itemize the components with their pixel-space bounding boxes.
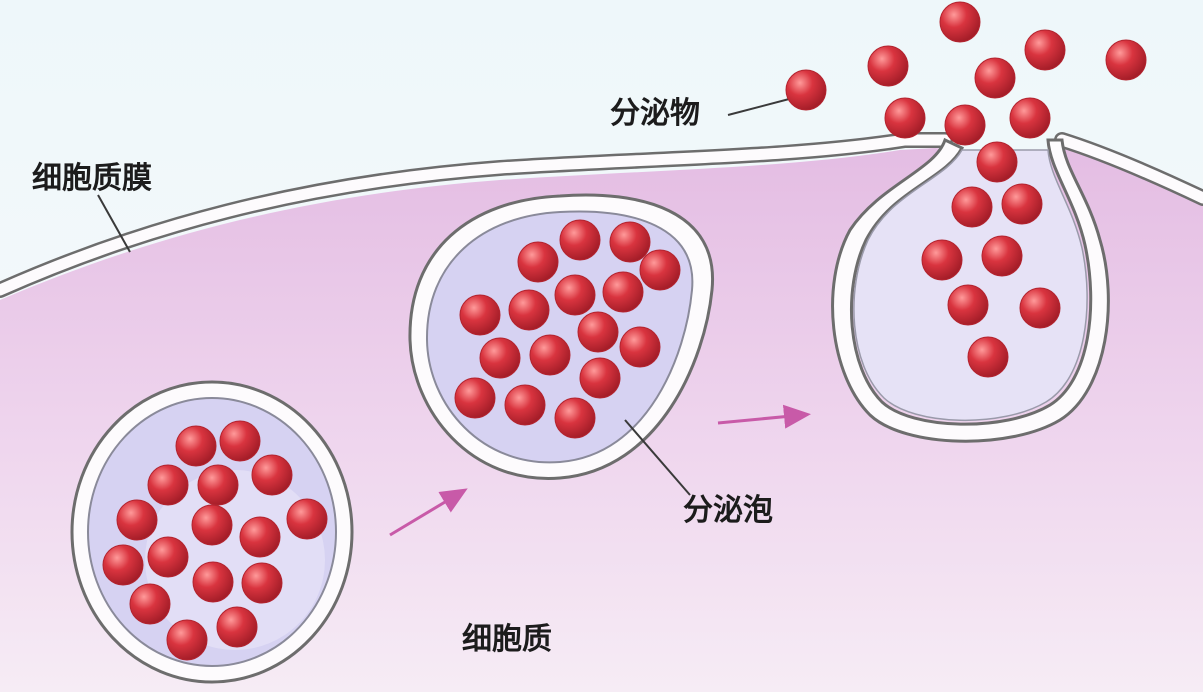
label-secretory-vesicle: 分泌泡: [683, 496, 773, 526]
granule-vesicle-2: [480, 338, 520, 378]
granule-vesicle-2: [640, 250, 680, 290]
granule-vesicle-2: [460, 295, 500, 335]
granule-vesicle-1: [176, 426, 216, 466]
label-cell-membrane: 细胞质膜: [32, 164, 152, 194]
granule-fusing: [968, 337, 1008, 377]
granule-fusing: [1025, 30, 1065, 70]
granule-vesicle-1: [252, 455, 292, 495]
granule-vesicle-1: [148, 465, 188, 505]
label-cytoplasm: 细胞质: [462, 625, 552, 655]
granule-vesicle-1: [240, 517, 280, 557]
granule-fusing: [1106, 40, 1146, 80]
granule-fusing: [1010, 98, 1050, 138]
granule-vesicle-2: [610, 222, 650, 262]
granule-fusing: [952, 187, 992, 227]
granule-vesicle-2: [455, 378, 495, 418]
granule-fusing: [1002, 184, 1042, 224]
granule-fusing: [940, 2, 980, 42]
granule-vesicle-2: [603, 272, 643, 312]
granule-fusing: [948, 285, 988, 325]
granule-vesicle-2: [505, 385, 545, 425]
granule-vesicle-1: [167, 620, 207, 660]
granule-vesicle-1: [220, 421, 260, 461]
granule-fusing: [885, 98, 925, 138]
granule-vesicle-2: [518, 242, 558, 282]
granule-fusing: [868, 46, 908, 86]
granule-vesicle-2: [530, 335, 570, 375]
granule-vesicle-1: [117, 500, 157, 540]
granule-vesicle-2: [555, 275, 595, 315]
granule-vesicle-1: [130, 584, 170, 624]
granule-vesicle-2: [580, 358, 620, 398]
granule-released: [786, 70, 826, 110]
granule-vesicle-2: [578, 312, 618, 352]
granule-vesicle-2: [555, 398, 595, 438]
granule-vesicle-1: [193, 562, 233, 602]
granule-vesicle-1: [217, 607, 257, 647]
granule-vesicle-1: [148, 537, 188, 577]
label-secretion: 分泌物: [610, 99, 700, 129]
granule-fusing: [982, 236, 1022, 276]
granule-fusing: [945, 105, 985, 145]
granule-vesicle-2: [560, 220, 600, 260]
granule-vesicle-1: [198, 465, 238, 505]
granule-vesicle-1: [103, 545, 143, 585]
granule-fusing: [922, 240, 962, 280]
granule-vesicle-1: [242, 563, 282, 603]
granule-fusing: [1020, 288, 1060, 328]
granule-vesicle-1: [287, 499, 327, 539]
granule-fusing: [975, 58, 1015, 98]
granule-vesicle-1: [192, 505, 232, 545]
granule-vesicle-2: [620, 327, 660, 367]
granule-fusing: [977, 142, 1017, 182]
granule-vesicle-2: [509, 290, 549, 330]
